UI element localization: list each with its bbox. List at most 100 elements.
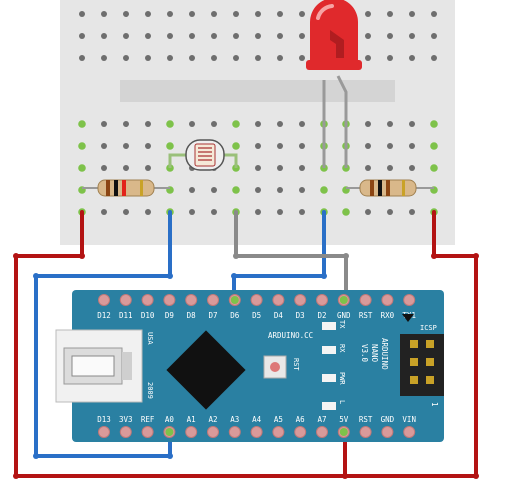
bottom-pin-label: D13 [97,415,111,424]
breadboard-hole [101,209,107,215]
breadboard-hole [233,33,239,39]
icsp-pin [410,358,418,366]
board-name-line3: V3.0 [360,344,369,363]
bottom-pin-label: A2 [208,415,217,424]
breadboard-hole [189,209,195,215]
reset-button-label: RST [292,358,300,371]
breadboard-hole [299,209,305,215]
wire-end [473,253,479,259]
icsp-pin1-label: 1 [430,402,439,407]
led-lead-anode [336,75,348,168]
connected-pin [339,428,348,436]
breadboard-hole [211,55,217,61]
breadboard-hole [101,165,107,171]
icsp-pin [410,376,418,384]
breadboard-hole [211,187,217,193]
bottom-pin-label: 3V3 [119,415,133,424]
breadboard-hole [123,143,129,149]
status-label-l: L [338,400,346,404]
bottom-pin-label: GND [381,415,395,424]
bottom-pin-label: A6 [296,415,306,424]
top-pin-label: GND [337,311,351,320]
resistor-band [122,180,126,196]
top-pin-pad [359,294,372,306]
top-pin-label: D5 [252,311,261,320]
bottom-pin-pad [228,426,241,438]
breadboard-hole [123,121,129,127]
breadboard-hole [409,165,415,171]
breadboard-hole [299,187,305,193]
top-pin-pad [98,294,110,306]
top-pin-label: D8 [187,311,197,320]
icsp-pin [426,340,434,348]
breadboard-hole [277,165,283,171]
breadboard-hole [167,55,173,61]
breadboard-hole [145,121,151,127]
breadboard-hole [123,33,129,39]
breadboard-hole [189,55,195,61]
breadboard-hole [409,121,415,127]
bottom-pin-pad [207,426,219,438]
reset-button-cap[interactable] [270,362,280,372]
icsp-header [400,334,444,396]
breadboard-hole [409,55,415,61]
connected-pin [339,296,348,304]
icsp-pin [410,340,418,348]
icsp-pins [410,340,434,384]
breadboard-hole [299,165,305,171]
usb-label: USA [146,332,154,345]
top-pin-pad [294,294,307,306]
usb-port-inner [71,355,115,377]
breadboard-hole [277,209,283,215]
breadboard-hole [387,33,393,39]
usb-tab [122,352,132,380]
breadboard-hole [387,11,393,17]
breadboard-hole [189,33,195,39]
breadboard-hole [255,143,261,149]
breadboard-hole [101,143,107,149]
status-label-rx: RX [338,344,346,353]
top-pin-pad [141,294,154,306]
breadboard-hole [255,209,261,215]
breadboard-hole-active [320,186,328,194]
breadboard-hole [123,165,129,171]
bottom-pin-label: A0 [165,415,175,424]
breadboard-hole [255,33,261,39]
arduino-nano: D12D11D10D9D8D7D6D5D4D3D2GNDRSTRX0TX1 D1… [55,290,444,442]
breadboard-hole [233,55,239,61]
bottom-pin-pad [381,426,394,438]
bottom-pin-label: 5V [339,415,349,424]
icsp-arrow [402,314,414,322]
breadboard-hole [211,33,217,39]
top-pin-pad [316,294,328,306]
board-name-line2: NANO [370,344,379,363]
led-rim [306,60,362,70]
resistor-band [378,180,382,196]
breadboard-hole-active [166,142,174,150]
top-pin-pad [381,294,394,306]
photoresistor [168,139,238,171]
status-led-l [322,402,336,410]
top-pin-pad [403,294,416,306]
wire-end [321,273,327,279]
breadboard-hole [277,55,283,61]
status-led-rx [322,346,336,354]
top-pin-pad [207,294,219,306]
bottom-pin-label: RST [359,415,373,424]
connected-pin [230,296,239,304]
wire-end [33,273,39,279]
breadboard-hole [145,143,151,149]
breadboard-hole [365,11,371,17]
icsp-pin [426,376,434,384]
microcontroller-chip [166,330,246,410]
led-body [310,0,358,62]
breadboard-hole-active [430,142,438,150]
bottom-pin-pad [98,426,110,438]
breadboard-hole [387,121,393,127]
resistor-band [402,180,405,196]
breadboard-hole [277,143,283,149]
wire-end [473,473,479,479]
wire-end [342,473,348,479]
wire-end [79,253,85,259]
